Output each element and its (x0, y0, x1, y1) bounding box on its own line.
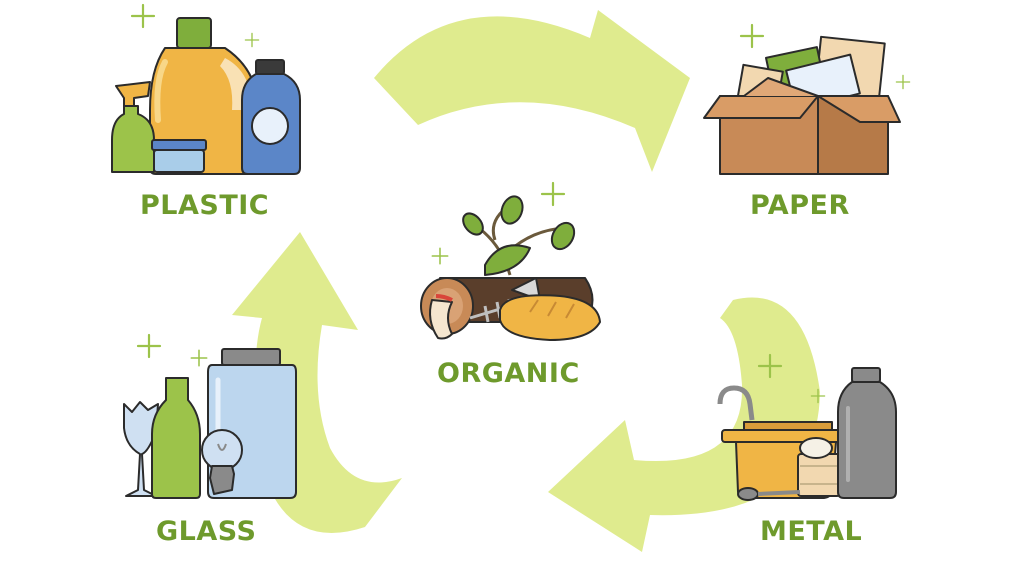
sparkle-icon (895, 74, 911, 90)
organic-label: ORGANIC (437, 358, 580, 389)
recycle-arrow-top-icon (374, 10, 690, 172)
paper-box-icon (703, 35, 901, 175)
organic-waste-icon (420, 195, 601, 341)
metal-items-icon (717, 367, 897, 501)
sparkle-icon (136, 333, 162, 359)
sparkle-icon (540, 181, 566, 207)
glass-label: GLASS (156, 516, 257, 547)
plastic-bottles-icon (111, 17, 301, 175)
paper-label: PAPER (750, 190, 850, 221)
sparkle-icon (190, 349, 208, 367)
sparkle-icon (130, 3, 156, 29)
sparkle-icon (739, 23, 765, 49)
sparkle-icon (431, 247, 449, 265)
sparkle-icon (244, 32, 260, 48)
glass-jars-icon (123, 348, 297, 499)
metal-label: METAL (760, 516, 863, 547)
plastic-label: PLASTIC (140, 190, 270, 221)
